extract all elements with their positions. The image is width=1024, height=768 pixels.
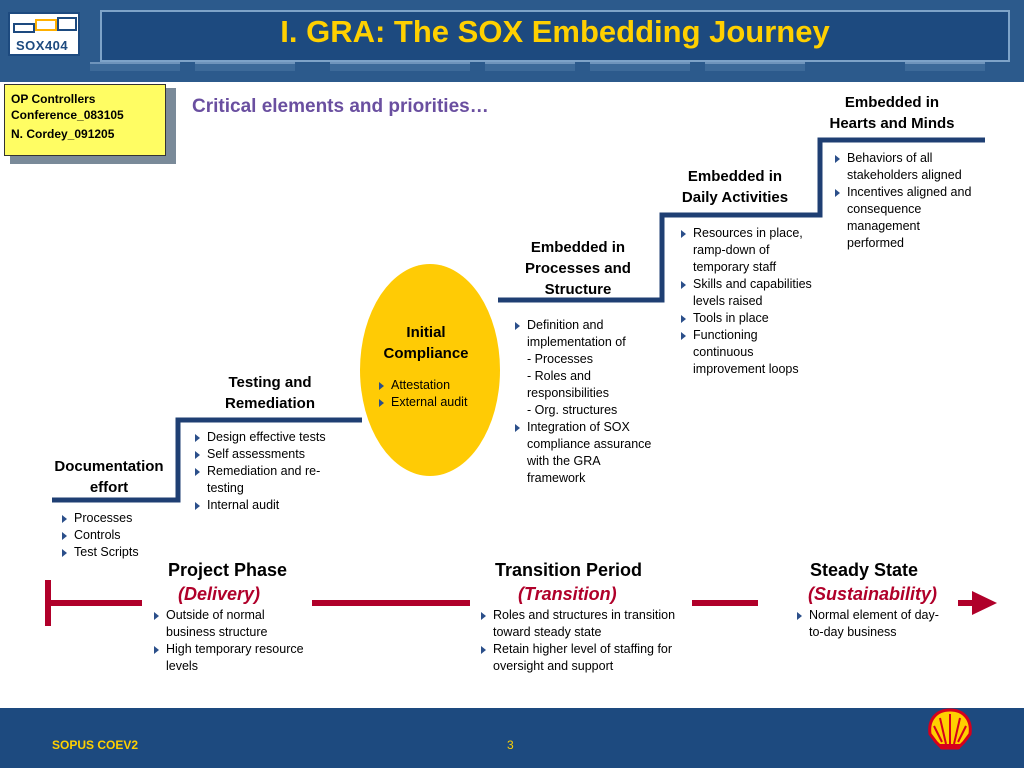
stage-documentation-title: Documentation effort (54, 458, 164, 496)
list-item: Skills and capabilities levels raised (679, 276, 813, 310)
testing-bullets: Design effective tests Self assessments … (193, 429, 353, 514)
stage-initial-compliance-title: Initial Compliance (383, 324, 469, 362)
list-item: Controls (60, 527, 180, 544)
footer-label: SOPUS COEV2 (52, 738, 139, 752)
list-item: Functioning continuous improvement loops (679, 327, 813, 378)
list-item: Design effective tests (193, 429, 353, 446)
note-line-3: N. Cordey_091205 (11, 127, 115, 141)
stage-daily-title: Embedded in Daily Activities (681, 168, 789, 206)
title-bar (100, 10, 1010, 62)
list-item: Self assessments (193, 446, 353, 463)
list-item: Behaviors of all stakeholders aligned (833, 150, 973, 184)
note-line-1: OP Controllers (11, 92, 96, 106)
hearts-bullets: Behaviors of all stakeholders aligned In… (833, 150, 973, 252)
logo-text: SOX404 (16, 38, 69, 53)
list-item: Test Scripts (60, 544, 180, 561)
phase-project-subtitle: (Delivery) (178, 584, 261, 604)
slide-subtitle: Critical elements and priorities… (192, 96, 489, 117)
stage-testing-title: Testing and Remediation (224, 374, 315, 412)
list-item: Normal element of day-to-day business (795, 607, 945, 641)
project-bullets: Outside of normal business structure Hig… (152, 607, 312, 675)
list-item: Incentives aligned and consequence manag… (833, 184, 973, 252)
list-item: Integration of SOX compliance assurance … (513, 419, 661, 487)
stage-hearts-title: Embedded in Hearts and Minds (829, 94, 955, 132)
list-item: Definition and implementation of - Proce… (513, 317, 661, 419)
list-item: External audit (377, 394, 497, 411)
staircase-line (52, 417, 362, 503)
header-tabs-decoration (0, 62, 1024, 82)
conference-note: OP Controllers Conference_083105 N. Cord… (4, 84, 166, 156)
list-item: Tools in place (679, 310, 813, 327)
phase-transition-title: Transition Period (495, 560, 643, 580)
sox404-logo: SOX404 (8, 12, 80, 56)
footer-band (0, 708, 1024, 768)
list-item: Roles and structures in transition towar… (479, 607, 689, 641)
page-title: I. GRA: The SOX Embedding Journey (280, 14, 830, 49)
transition-bullets: Roles and structures in transition towar… (479, 607, 689, 675)
initial-compliance-bullets: Attestation External audit (377, 377, 497, 411)
list-item: Attestation (377, 377, 497, 394)
phase-steady-title: Steady State (810, 560, 919, 580)
documentation-bullets: Processes Controls Test Scripts (60, 510, 180, 561)
phase-steady-subtitle: (Sustainability) (808, 584, 938, 604)
staircase-line-upper (498, 137, 985, 303)
list-item: Remediation and re-testing (193, 463, 353, 497)
note-line-2: Conference_083105 (11, 108, 124, 122)
initial-compliance-oval (360, 264, 500, 476)
logo-graphic-icon (13, 17, 77, 33)
list-item: Outside of normal business structure (152, 607, 312, 641)
header-band: SOX404 I. GRA: The SOX Embedding Journey (0, 0, 1024, 82)
steady-bullets: Normal element of day-to-day business (795, 607, 945, 641)
processes-bullets: Definition and implementation of - Proce… (513, 317, 661, 487)
page-number: 3 (507, 738, 514, 752)
shell-logo-icon (928, 708, 972, 750)
list-item: Retain higher level of staffing for over… (479, 641, 689, 675)
phase-arrowhead-icon (972, 591, 997, 615)
list-item: Processes (60, 510, 180, 527)
list-item: High temporary resource levels (152, 641, 312, 675)
stage-processes-title: Embedded in Processes and Structure (525, 239, 631, 298)
phase-project-title: Project Phase (168, 560, 288, 580)
phase-transition-subtitle: (Transition) (518, 584, 617, 604)
list-item: Internal audit (193, 497, 353, 514)
list-item: Resources in place, ramp-down of tempora… (679, 225, 813, 276)
daily-bullets: Resources in place, ramp-down of tempora… (679, 225, 813, 378)
